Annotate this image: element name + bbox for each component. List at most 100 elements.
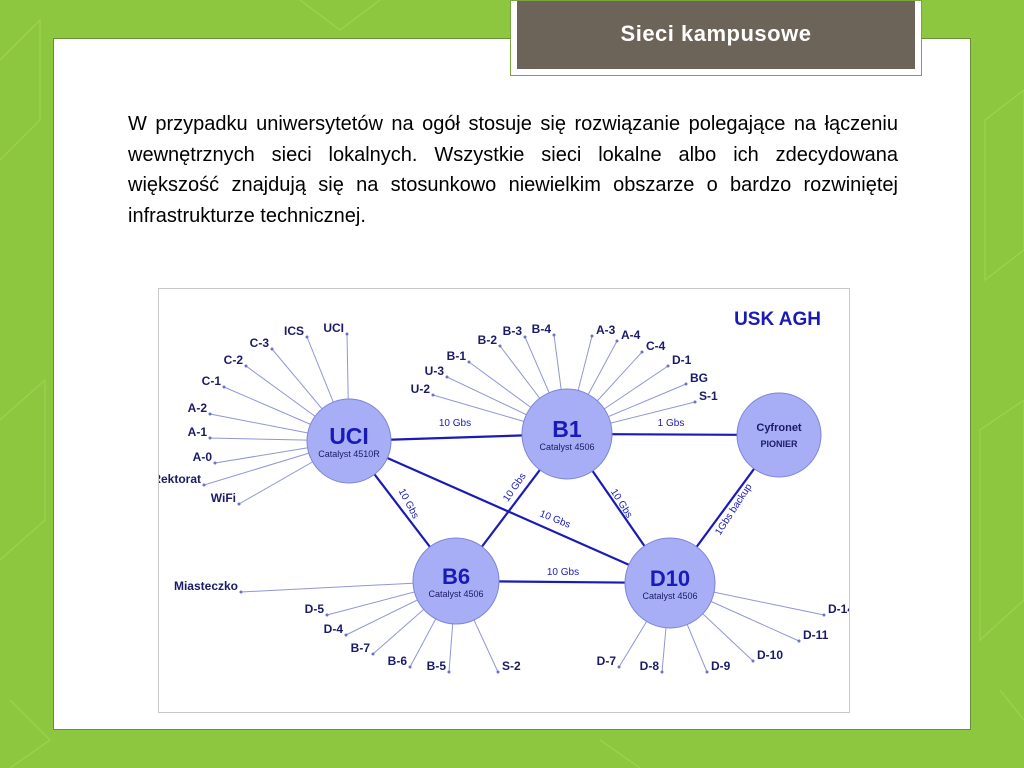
leaf-dot: [552, 333, 556, 337]
leaf-dot: [705, 670, 709, 674]
link-label: 10 Gbs: [439, 418, 471, 429]
node-name: Cyfronet: [756, 422, 802, 434]
network-diagram: UCIICSC-3C-2C-1A-2A-1A-0RektoratWiFiU-2U…: [152, 288, 854, 713]
leaf-label: S-2: [502, 659, 521, 673]
network-diagram-svg: UCIICSC-3C-2C-1A-2A-1A-0RektoratWiFiU-2U…: [152, 309, 854, 674]
leaf-dot: [590, 334, 594, 338]
title-bar: Sieci kampusowe: [517, 1, 915, 69]
leaf-label: C-4: [646, 339, 666, 353]
leaf-dot: [222, 385, 226, 389]
leaf-dot: [213, 461, 217, 465]
leaf-label: B-5: [427, 659, 447, 673]
leaf-dot: [431, 393, 435, 397]
leaf-label: B-3: [503, 324, 523, 338]
node-circle: [306, 398, 392, 484]
node-model: Catalyst 4506: [539, 442, 594, 452]
link-label: 10 Gbs: [547, 567, 579, 578]
leaf-label: C-3: [250, 336, 270, 350]
leaf-dot: [666, 364, 670, 368]
diagram-heading: USK AGH: [734, 309, 821, 330]
leaf-dot: [344, 633, 348, 637]
leaf-label: D-7: [597, 654, 617, 668]
leaf-label: D-5: [305, 602, 325, 616]
node-name: B1: [552, 416, 582, 442]
leaf-dot: [325, 613, 329, 617]
leaf-dot: [523, 335, 527, 339]
leaf-label: BG: [690, 371, 708, 385]
leaf-label: U-2: [411, 382, 431, 396]
leaf-label: A-0: [193, 450, 213, 464]
leaf-label: D-11: [803, 628, 829, 642]
leaf-dot: [751, 659, 755, 663]
slide-title: Sieci kampusowe: [620, 21, 812, 46]
leaf-dot: [208, 436, 212, 440]
leaf-label: B-2: [478, 333, 498, 347]
leaf-dot: [615, 339, 619, 343]
leaf-label: A-3: [596, 323, 616, 337]
node-circle: [521, 388, 613, 480]
node-name: D10: [650, 566, 690, 591]
leaf-dot: [244, 364, 248, 368]
leaf-label: B-7: [351, 641, 371, 655]
leaf-dot: [822, 613, 826, 617]
link-label: 1Gbs backup: [713, 482, 755, 538]
leaf-label: D-8: [640, 659, 660, 673]
leaf-label: Miasteczko: [174, 579, 238, 593]
leaf-label: D-14: [828, 602, 849, 616]
leaf-dot: [270, 347, 274, 351]
leaf-dot: [693, 400, 697, 404]
link-line: [348, 439, 671, 585]
leaf-dot: [797, 639, 801, 643]
leaf-dot: [237, 502, 241, 506]
leaf-dot: [640, 350, 644, 354]
leaf-dot: [660, 670, 664, 674]
leaf-dot: [617, 665, 621, 669]
node-name: B6: [442, 564, 470, 589]
node-model: Catalyst 4506: [642, 591, 697, 601]
leaf-label: C-1: [202, 374, 222, 388]
link-label: 10 Gbs: [501, 471, 529, 504]
leaf-dot: [445, 375, 449, 379]
leaf-dot: [208, 412, 212, 416]
node-model: Catalyst 4510R: [318, 449, 380, 459]
leaf-dot: [447, 670, 451, 674]
leaf-label: D-4: [324, 622, 344, 636]
leaf-dot: [239, 590, 243, 594]
leaf-dot: [408, 665, 412, 669]
link-label: 1 Gbs: [658, 418, 685, 429]
leaf-label: D-1: [672, 353, 692, 367]
node-circle: [736, 392, 822, 478]
leaf-dot: [684, 382, 688, 386]
link-label: 10 Gbs: [396, 487, 421, 521]
leaf-dot: [496, 670, 500, 674]
node-circle: [624, 537, 716, 629]
leaf-label: B-6: [388, 654, 408, 668]
node-model: Catalyst 4506: [428, 589, 483, 599]
title-box: Sieci kampusowe: [510, 0, 922, 76]
leaf-label: D-10: [757, 648, 783, 662]
leaf-dot: [345, 332, 349, 336]
leaf-label: UCI: [323, 321, 344, 335]
body-paragraph: W przypadku uniwersytetów na ogół stosuj…: [128, 113, 898, 227]
leaf-label: A-2: [188, 401, 208, 415]
leaf-label: U-3: [425, 364, 445, 378]
leaf-label: B-1: [447, 349, 467, 363]
node-model: PIONIER: [760, 439, 798, 449]
leaf-label: ICS: [284, 324, 304, 338]
leaf-label: Rektorat: [159, 472, 201, 486]
leaf-label: D-9: [711, 659, 731, 673]
leaf-label: A-1: [188, 425, 208, 439]
leaf-label: A-4: [621, 328, 641, 342]
leaf-dot: [498, 344, 502, 348]
leaf-dot: [467, 360, 471, 364]
leaf-label: WiFi: [211, 491, 236, 505]
leaf-label: C-2: [224, 353, 244, 367]
node-name: UCI: [329, 423, 369, 449]
link-label: 10 Gbs: [608, 487, 634, 520]
leaf-dot: [371, 652, 375, 656]
leaf-dot: [202, 483, 206, 487]
leaf-label: S-1: [699, 389, 718, 403]
leaf-label: B-4: [532, 322, 552, 336]
node-circle: [412, 537, 500, 625]
leaf-dot: [305, 335, 309, 339]
